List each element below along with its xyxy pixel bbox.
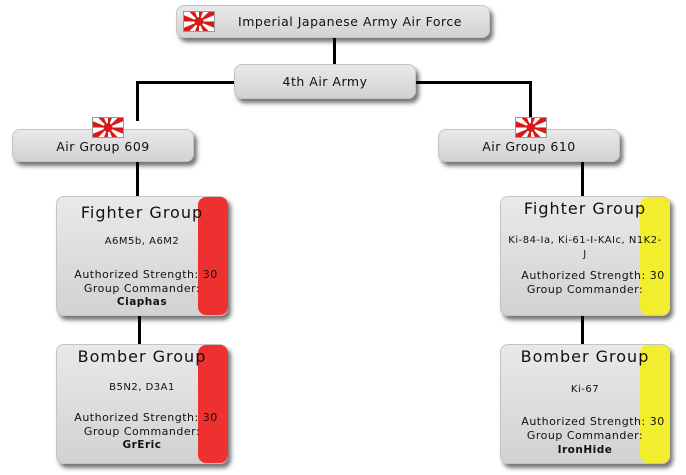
connector-army-right — [412, 81, 530, 84]
group-commander-label: Group Commander: — [83, 282, 201, 295]
rising-sun-flag-icon — [515, 117, 547, 138]
army-node[interactable]: 4th Air Army — [234, 64, 416, 99]
air-group-609-label: Air Group 609 — [56, 139, 150, 154]
authorized-strength-value: 30 — [202, 411, 218, 424]
authorized-strength: Authorized Strength: 30 — [57, 268, 227, 281]
connector-army-left — [136, 81, 238, 84]
unit-title: Bomber Group — [77, 347, 207, 366]
group-commander-name: Ciaphas — [116, 296, 168, 308]
authorized-strength: Authorized Strength: 30 — [501, 415, 669, 428]
unit-title: Fighter Group — [523, 199, 647, 218]
group-commander-label: Group Commander: — [526, 283, 644, 296]
status-stripe — [640, 197, 670, 315]
connector-left-fighter-bomber — [138, 315, 141, 345]
connector-left-drop — [136, 81, 139, 121]
authorized-strength: Authorized Strength: 30 — [501, 269, 669, 282]
bomber-group-card-609[interactable]: Bomber Group B5N2, D3A1 Authorized Stren… — [56, 344, 228, 464]
authorized-strength-label: Authorized Strength: — [521, 415, 646, 428]
aircraft-list: B5N2, D3A1 — [109, 382, 175, 393]
connector-right-group-fighter — [581, 162, 584, 198]
aircraft-list: Ki-84-Ia, Ki-61-I-KAIc, N1K2-J — [508, 235, 662, 260]
group-commander-name: GrEric — [122, 439, 162, 451]
authorized-strength: Authorized Strength: 30 — [57, 411, 227, 424]
status-stripe — [198, 197, 228, 315]
status-stripe — [198, 345, 228, 463]
fighter-group-card-610[interactable]: Fighter Group Ki-84-Ia, Ki-61-I-KAIc, N1… — [500, 196, 670, 316]
aircraft-list: Ki-67 — [570, 384, 600, 395]
connector-root-army — [333, 38, 336, 65]
authorized-strength-label: Authorized Strength: — [74, 268, 199, 281]
air-group-610-label: Air Group 610 — [482, 139, 576, 154]
status-stripe — [640, 345, 670, 463]
unit-title: Fighter Group — [80, 203, 204, 222]
authorized-strength-value: 30 — [649, 415, 665, 428]
rising-sun-flag-icon — [92, 117, 124, 138]
connector-right-fighter-bomber — [581, 315, 584, 345]
group-commander-label: Group Commander: — [526, 429, 644, 442]
authorized-strength-value: 30 — [649, 269, 665, 282]
group-commander-label: Group Commander: — [83, 425, 201, 438]
authorized-strength-label: Authorized Strength: — [521, 269, 646, 282]
connector-left-group-fighter — [136, 162, 139, 198]
root-node-label: Imperial Japanese Army Air Force — [238, 14, 462, 29]
fighter-group-card-609[interactable]: Fighter Group A6M5b, A6M2 Authorized Str… — [56, 196, 228, 316]
connector-right-drop — [529, 81, 532, 121]
aircraft-list: A6M5b, A6M2 — [104, 236, 180, 247]
rising-sun-flag-icon — [183, 11, 215, 32]
army-node-label: 4th Air Army — [282, 74, 368, 89]
group-commander-name: IronHide — [557, 444, 613, 456]
root-node[interactable]: Imperial Japanese Army Air Force — [176, 5, 490, 38]
bomber-group-card-610[interactable]: Bomber Group Ki-67 Authorized Strength: … — [500, 344, 670, 464]
authorized-strength-value: 30 — [202, 268, 218, 281]
authorized-strength-label: Authorized Strength: — [74, 411, 199, 424]
unit-title: Bomber Group — [520, 347, 650, 366]
